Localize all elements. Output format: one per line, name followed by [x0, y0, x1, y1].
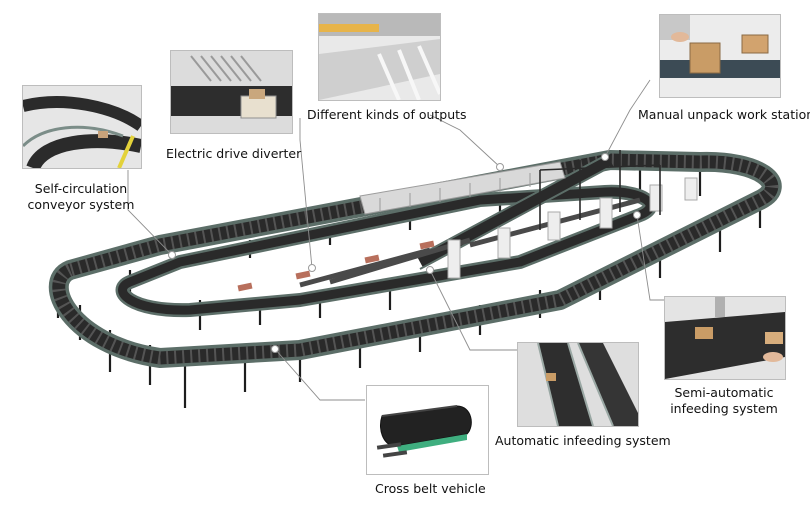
photo-outputs [318, 13, 441, 101]
label-cross-belt: Cross belt vehicle [375, 481, 486, 496]
photo-automatic-infeeding [517, 342, 639, 427]
photo-self-circulation [22, 85, 142, 169]
photo-manual-unpack [659, 14, 781, 98]
label-automatic-infeeding: Automatic infeeding system [495, 433, 671, 448]
label-outputs: Different kinds of outputs [307, 107, 467, 122]
label-self-circulation: Self-circulation conveyor system [27, 181, 135, 212]
diverter-pads [237, 240, 435, 292]
leader-dots [168, 153, 641, 353]
inner-loop-belt [118, 187, 655, 315]
output-chutes [359, 161, 566, 215]
upper-gantry [539, 150, 661, 230]
label-semi-automatic: Semi-automatic infeeding system [670, 385, 778, 416]
white-posts [447, 177, 698, 279]
photo-cross-belt-vehicle [366, 385, 489, 475]
label-manual-unpack: Manual unpack work station [638, 107, 810, 122]
photo-electric-diverter [170, 50, 293, 134]
photo-semi-automatic [664, 296, 786, 380]
leader-lines [127, 79, 665, 401]
label-electric-diverter: Electric drive diverter [166, 146, 302, 161]
